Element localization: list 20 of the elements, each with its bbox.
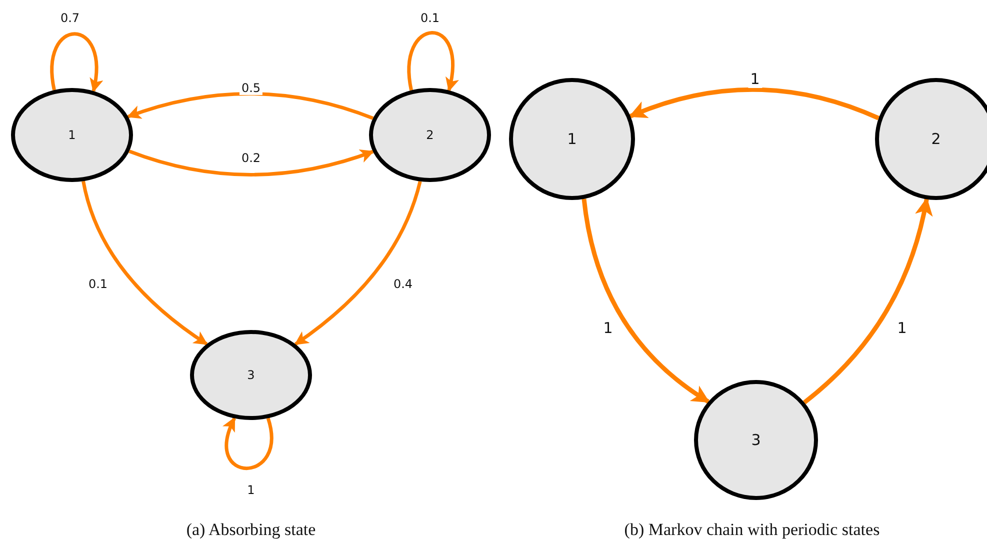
edge-label: 0.4	[391, 277, 415, 291]
edge-label: 1	[245, 483, 257, 497]
arrow	[126, 92, 374, 120]
state-label: 1	[567, 130, 577, 148]
arrow	[582, 198, 710, 404]
state-label: 3	[247, 368, 255, 382]
edge-label: 1	[748, 70, 762, 88]
state-label: 2	[931, 130, 941, 148]
arrow	[223, 417, 274, 470]
edge-label: 0.5	[239, 81, 263, 95]
caption: (a) Absorbing state	[186, 520, 316, 540]
arrow	[82, 180, 208, 346]
state-label: 2	[426, 128, 434, 142]
arrow	[294, 180, 422, 346]
state-label: 3	[751, 431, 761, 449]
caption: (b) Markov chain with periodic states	[624, 520, 880, 540]
state-label: 1	[68, 128, 76, 142]
arrow	[128, 149, 374, 176]
arrow	[628, 87, 880, 120]
arrow	[802, 198, 932, 404]
